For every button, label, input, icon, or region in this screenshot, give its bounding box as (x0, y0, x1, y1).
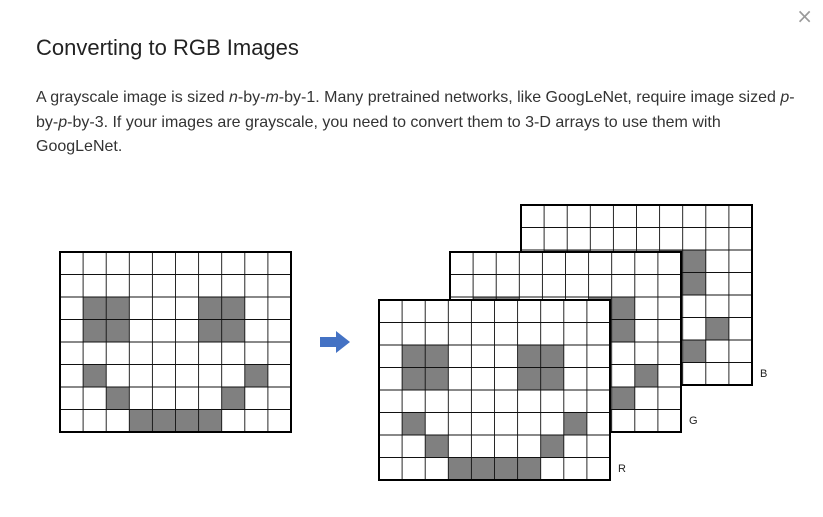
channel-grid-blue-cell (682, 272, 706, 295)
channel-label-green: G (689, 415, 698, 427)
channel-grid-red-cell (517, 345, 541, 368)
channel-grid-red-cell (425, 367, 449, 390)
channel-grid-green-cell (611, 297, 635, 320)
channel-grid-red-cell (540, 367, 564, 390)
dialog-title: Converting to RGB Images (36, 35, 299, 60)
grayscale-grid-cell (106, 387, 130, 410)
channel-label-blue: B (760, 368, 767, 380)
grayscale-grid-cell (106, 297, 130, 320)
channel-grid-blue-cell (682, 250, 706, 273)
channel-grid-red-cell (402, 345, 426, 368)
grayscale-grid-cell (198, 409, 222, 432)
close-icon[interactable]: × (796, 4, 813, 28)
grayscale-grid-cell (152, 409, 176, 432)
channel-grid-red-cell (540, 345, 564, 368)
grayscale-grid-cell (221, 297, 245, 320)
channel-grid-green-cell (611, 319, 635, 342)
grayscale-grid-cell (221, 387, 245, 410)
grayscale-grid-cell (106, 319, 130, 342)
grayscale-grid-cell (221, 319, 245, 342)
channel-grid-red-cell (494, 457, 518, 480)
channel-grid-red-cell (402, 412, 426, 435)
grayscale-grid-border (59, 251, 292, 433)
grayscale-grid (59, 251, 292, 433)
channel-grid-red (378, 299, 611, 481)
channel-grid-green-cell (634, 364, 658, 387)
grayscale-grid-cell (129, 409, 153, 432)
channel-grid-red-cell (540, 435, 564, 458)
channel-grid-red-cell (471, 457, 495, 480)
grayscale-grid-cell (198, 297, 222, 320)
grayscale-grid-cell (83, 297, 107, 320)
channel-label-red: R (618, 463, 626, 475)
channel-grid-blue-cell (705, 317, 729, 340)
channel-grid-red-cell (425, 345, 449, 368)
channel-grid-red-border (378, 299, 611, 481)
grayscale-grid-cell (83, 364, 107, 387)
grayscale-grid-cell (198, 319, 222, 342)
channel-grid-blue-cell (682, 340, 706, 363)
channel-grid-red-cell (402, 367, 426, 390)
grayscale-grid-cell (175, 409, 199, 432)
dialog-description: A grayscale image is sized n-by-m-by-1. … (36, 89, 795, 155)
channel-grid-red-cell (563, 412, 587, 435)
grayscale-grid-cell (244, 364, 268, 387)
channel-grid-red-cell (425, 435, 449, 458)
channel-grid-red-cell (517, 367, 541, 390)
channel-grid-red-cell (448, 457, 472, 480)
grayscale-grid-cell (83, 319, 107, 342)
right-arrow-icon (320, 331, 350, 353)
channel-grid-green-cell (611, 387, 635, 410)
channel-grid-red-cell (517, 457, 541, 480)
